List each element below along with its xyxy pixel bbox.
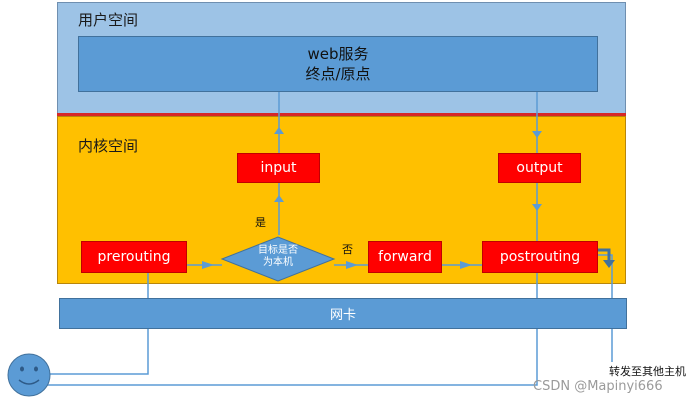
postrouting-to-host-line — [36, 273, 538, 386]
decision-line-2: 为本机 — [263, 257, 293, 268]
arrow-right-prerouting-decision — [202, 261, 214, 269]
arrow-up-decision-input — [274, 195, 284, 202]
nic-box: 网卡 — [59, 298, 627, 329]
bent-arrow-forward-out — [597, 248, 611, 262]
decision-diamond — [220, 236, 336, 282]
input-chain: input — [237, 153, 320, 183]
arrow-up-input-web — [274, 127, 284, 134]
zone-divider — [57, 113, 626, 116]
watermark-text: CSDN @Mapinyi666 — [533, 379, 663, 394]
arrow-right-forward-postrouting — [460, 261, 472, 269]
forward-chain: forward — [368, 241, 442, 273]
bent-arrow-head — [603, 260, 615, 268]
no-label: 否 — [342, 243, 353, 256]
output-chain: output — [498, 153, 581, 183]
web-service-title: web服务 — [307, 45, 369, 63]
forward-other-host-label: 转发至其他主机 — [609, 365, 686, 378]
arrow-down-output-postrouting — [532, 204, 542, 211]
prerouting-chain: prerouting — [81, 241, 187, 273]
web-service-subtitle: 终点/原点 — [305, 65, 371, 83]
web-service-box: web服务 终点/原点 — [78, 36, 598, 92]
postrouting-chain: postrouting — [482, 241, 598, 273]
user-space-label: 用户空间 — [78, 11, 139, 29]
yes-label: 是 — [255, 216, 266, 229]
decision-line-1: 目标是否 — [258, 245, 298, 256]
kernel-space-label: 内核空间 — [78, 137, 139, 155]
host-smiley-icon — [7, 353, 51, 397]
decision-text: 目标是否 为本机 — [240, 245, 316, 269]
arrow-down-web-output — [532, 131, 542, 138]
arrow-right-decision-forward — [346, 261, 358, 269]
